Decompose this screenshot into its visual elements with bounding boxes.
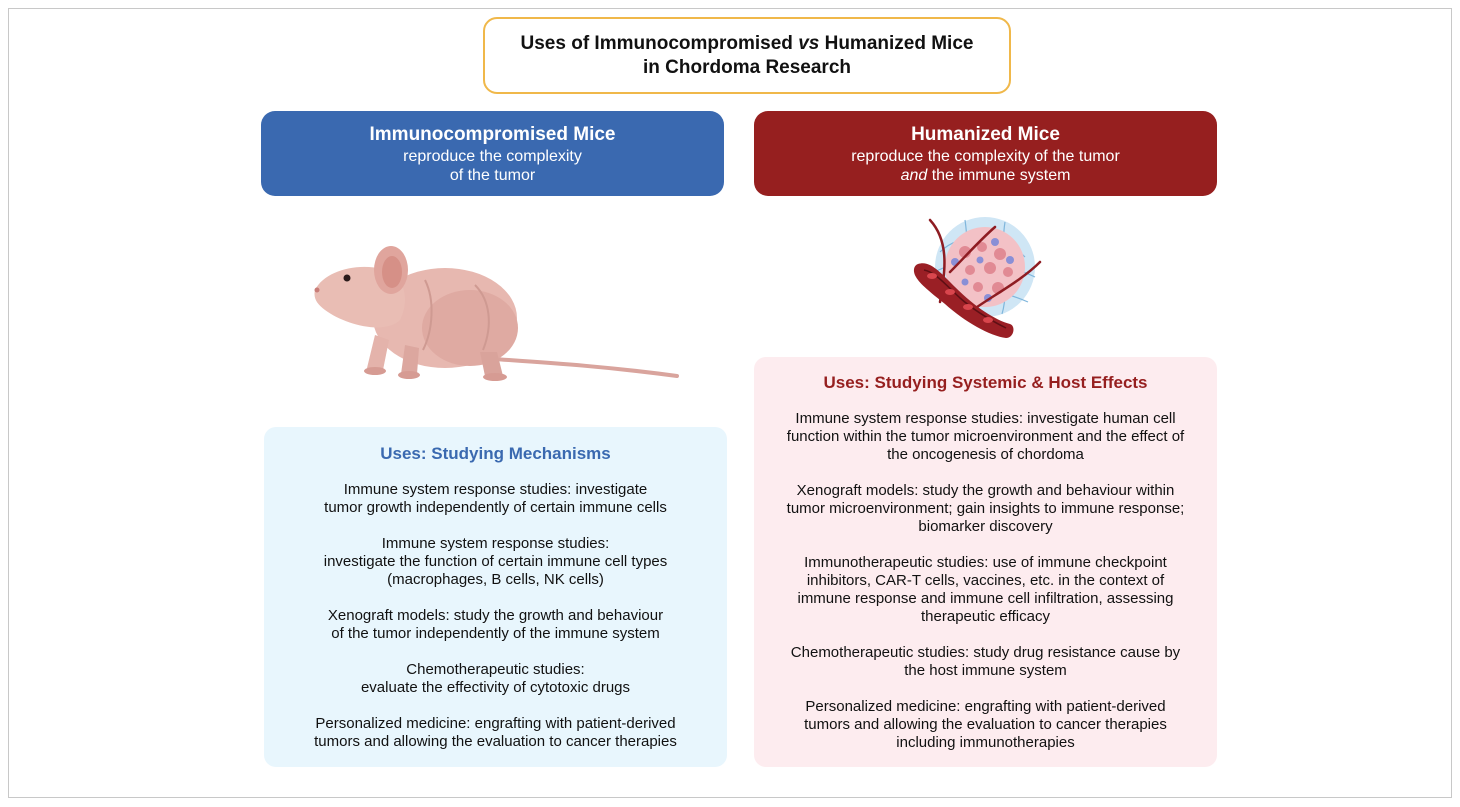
- immunocompromised-uses-panel: Uses: Studying Mechanisms Immune system …: [264, 427, 727, 767]
- humanized-uses-title: Uses: Studying Systemic & Host Effects: [823, 373, 1148, 392]
- tumor-blood-vessel-icon: [913, 217, 1042, 338]
- immunocompromised-uses-title: Uses: Studying Mechanisms: [380, 444, 611, 463]
- list-item: Immune system response studies: investig…: [324, 481, 667, 516]
- humanized-header: Humanized Mice reproduce the complexity …: [754, 111, 1217, 196]
- list-item: Chemotherapeutic studies: study drug res…: [790, 644, 1181, 679]
- immunocompromised-header-subtitle-2: of the tumor: [449, 166, 536, 184]
- list-item: Chemotherapeutic studies: evaluate the e…: [360, 661, 631, 696]
- list-item: Immune system response studies: investig…: [323, 535, 668, 588]
- list-item: Personalized medicine: engrafting with p…: [804, 698, 1167, 751]
- figure-frame: [8, 8, 1452, 798]
- humanized-uses-panel: Uses: Studying Systemic & Host Effects I…: [754, 357, 1217, 767]
- list-item: Xenograft models: study the growth and b…: [327, 607, 664, 642]
- list-item: Immunotherapeutic studies: use of immune…: [797, 554, 1174, 625]
- humanized-header-subtitle-1: reproduce the complexity of the tumor: [851, 147, 1120, 165]
- list-item: Immune system response studies: investig…: [786, 410, 1185, 463]
- list-item: Personalized medicine: engrafting with p…: [314, 715, 677, 750]
- list-item: Xenograft models: study the growth and b…: [786, 482, 1185, 535]
- figure-title: Uses of Immunocompromised vs Humanized M…: [483, 17, 1011, 94]
- immunocompromised-header-title: Immunocompromised Mice: [369, 123, 616, 145]
- figure-title-line1: Uses of Immunocompromised vs Humanized M…: [520, 32, 974, 54]
- immunocompromised-header: Immunocompromised Mice reproduce the com…: [261, 111, 724, 196]
- humanized-header-title: Humanized Mice: [911, 123, 1060, 145]
- humanized-header-subtitle-2: and the immune system: [900, 166, 1071, 184]
- figure-title-line2: in Chordoma Research: [643, 56, 851, 78]
- nude-mouse-icon: [314, 246, 679, 381]
- immunocompromised-header-subtitle-1: reproduce the complexity: [403, 147, 582, 165]
